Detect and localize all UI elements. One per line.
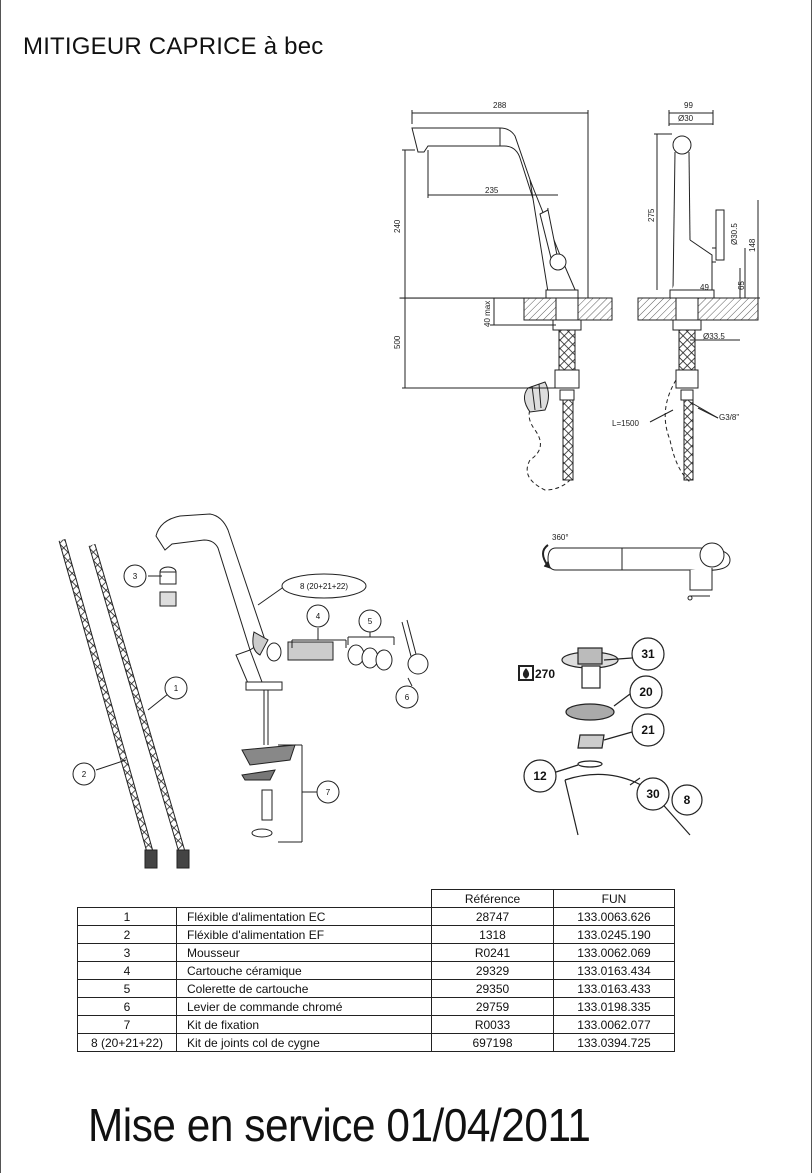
row-num: 4 [77, 961, 177, 980]
detail-view [518, 637, 703, 836]
dim-body-diameter: Ø30.5 [730, 223, 739, 245]
row-fun: 133.0245.190 [553, 925, 675, 944]
row-ref: 29350 [431, 979, 554, 998]
row-desc: Levier de commande chromé [176, 997, 432, 1016]
callout-5: 5 [368, 617, 373, 626]
table-header-reference: Référence [431, 889, 554, 908]
detail-callout-labels: 270 31 20 21 12 30 8 [533, 647, 690, 807]
row-ref: R0241 [431, 943, 554, 962]
row-ref: 29759 [431, 997, 554, 1016]
dim-under-sink: 500 [393, 335, 402, 349]
table-header-fun: FUN [553, 889, 675, 908]
table-header-desc [177, 890, 432, 908]
dim-hose-length: L=1500 [612, 419, 639, 428]
dim-deck-thickness: 40 max [483, 301, 492, 327]
row-ref: 697198 [431, 1033, 554, 1052]
side-view [637, 110, 760, 483]
row-fun: 133.0063.626 [553, 907, 675, 926]
row-num: 8 (20+21+22) [77, 1033, 177, 1052]
detail-callout-20: 20 [639, 685, 653, 699]
row-desc: Cartouche céramique [176, 961, 432, 980]
front-view [399, 110, 613, 491]
row-desc: Colerette de cartouche [176, 979, 432, 998]
row-ref: 29329 [431, 961, 554, 980]
row-ref: R0033 [431, 1015, 554, 1034]
dim-base-offset: 49 [700, 283, 709, 292]
callout-7: 7 [326, 788, 331, 797]
detail-callout-12: 12 [533, 769, 547, 783]
table-row: 2 Fléxible d'alimentation EF 1318 133.02… [77, 925, 675, 944]
table-row: 4 Cartouche céramique 29329 133.0163.434 [77, 961, 675, 980]
dim-lever-height: 148 [748, 238, 757, 252]
callout-6: 6 [405, 693, 410, 702]
side-dimension-labels: 99 Ø30 275 Ø30.5 148 65 49 Ø33.5 L=1500 … [612, 101, 757, 428]
detail-callout-8: 8 [684, 793, 691, 807]
table-row: 1 Fléxible d'alimentation EC 28747 133.0… [77, 907, 675, 926]
commissioning-date: Mise en service 01/04/2011 [88, 1099, 591, 1151]
callout-3: 3 [133, 572, 138, 581]
row-fun: 133.0394.725 [553, 1033, 675, 1052]
row-num: 7 [77, 1015, 177, 1034]
row-fun: 133.0062.077 [553, 1015, 675, 1034]
detail-callout-31: 31 [641, 647, 655, 661]
dim-front-width: 288 [493, 101, 507, 110]
row-fun: 133.0163.434 [553, 961, 675, 980]
page-title: MITIGEUR CAPRICE à bec [23, 33, 324, 60]
row-num: 5 [77, 979, 177, 998]
row-desc: Mousseur [176, 943, 432, 962]
dim-side-height: 275 [647, 208, 656, 222]
table-header-row: Référence FUN [78, 889, 675, 908]
dim-shank-diameter: Ø33.5 [703, 332, 725, 341]
table-row: 7 Kit de fixation R0033 133.0062.077 [77, 1015, 675, 1034]
table-row: 5 Colerette de cartouche 29350 133.0163.… [77, 979, 675, 998]
detail-callout-30: 30 [646, 787, 660, 801]
callout-4: 4 [316, 612, 321, 621]
exploded-view [58, 513, 429, 869]
row-fun: 133.0062.069 [553, 943, 675, 962]
exploded-callout-labels: 1 2 3 4 5 6 7 8 (20+21+22) [82, 572, 410, 797]
table-row: 8 (20+21+22) Kit de joints col de cygne … [77, 1033, 675, 1052]
callout-2: 2 [82, 770, 87, 779]
front-dimension-labels: 288 235 240 500 40 max [393, 101, 507, 349]
table-row: 6 Levier de commande chromé 29759 133.01… [77, 997, 675, 1016]
row-ref: 28747 [431, 907, 554, 926]
row-desc: Kit de joints col de cygne [176, 1033, 432, 1052]
row-fun: 133.0198.335 [553, 997, 675, 1016]
dim-base-height: 65 [737, 281, 746, 290]
row-desc: Fléxible d'alimentation EC [176, 907, 432, 926]
detail-callout-21: 21 [641, 723, 655, 737]
table-header-num [78, 890, 177, 908]
dim-spout-diameter: Ø30 [678, 114, 694, 123]
table-row: 3 Mousseur R0241 133.0062.069 [77, 943, 675, 962]
dim-height: 240 [393, 219, 402, 233]
parts-table: Référence FUN 1 Fléxible d'alimentation … [77, 889, 675, 1052]
row-ref: 1318 [431, 925, 554, 944]
row-fun: 133.0163.433 [553, 979, 675, 998]
row-num: 1 [77, 907, 177, 926]
rotation-label: 360° [552, 533, 569, 542]
dim-side-width: 99 [684, 101, 693, 110]
callout-8: 8 (20+21+22) [300, 582, 348, 591]
row-num: 2 [77, 925, 177, 944]
row-desc: Kit de fixation [176, 1015, 432, 1034]
callout-1: 1 [174, 684, 179, 693]
rotation-view [542, 542, 731, 601]
row-num: 6 [77, 997, 177, 1016]
dim-thread: G3/8" [719, 413, 739, 422]
dim-spout-reach: 235 [485, 186, 499, 195]
row-desc: Fléxible d'alimentation EF [176, 925, 432, 944]
detail-icon-text: 270 [535, 667, 555, 681]
row-num: 3 [77, 943, 177, 962]
